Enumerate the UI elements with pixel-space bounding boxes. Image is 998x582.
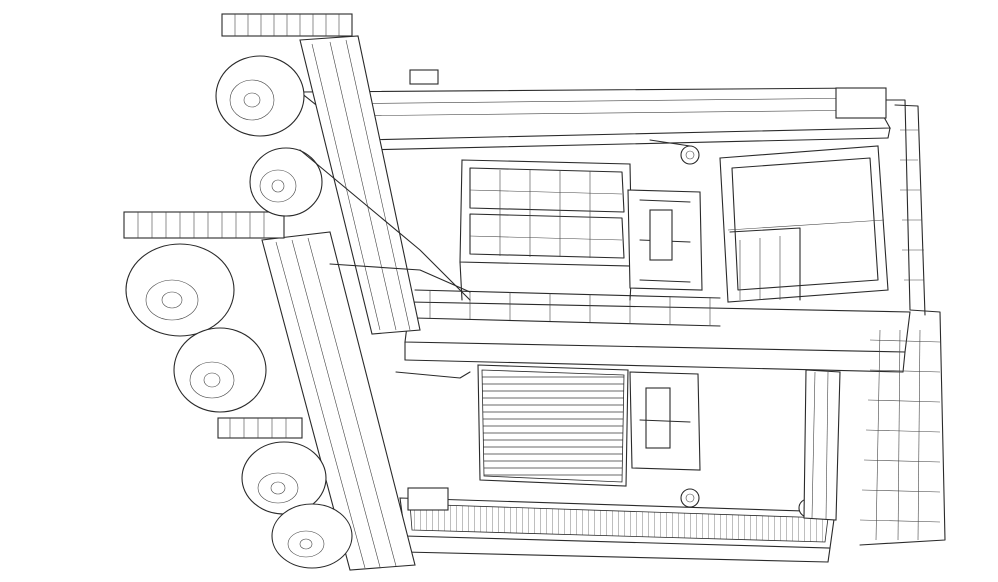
upper-girder bbox=[298, 87, 891, 151]
wheel-top-1 bbox=[215, 55, 305, 137]
wheel-bottom-1 bbox=[241, 441, 327, 515]
spreader-upper bbox=[627, 139, 703, 291]
spreader-lower bbox=[629, 371, 818, 518]
access-ladder bbox=[835, 87, 946, 546]
container-top bbox=[459, 159, 633, 301]
middle-platform bbox=[404, 289, 911, 373]
wheel-mid-2 bbox=[173, 327, 267, 413]
operator-cab bbox=[719, 145, 889, 303]
right-leg bbox=[803, 369, 841, 521]
lower-leg-beam bbox=[123, 211, 416, 571]
upper-leg-beam bbox=[221, 13, 421, 335]
hydraulic-lines bbox=[299, 69, 471, 511]
container-bottom bbox=[477, 364, 629, 487]
lower-girder bbox=[399, 497, 836, 563]
wheel-bottom-2 bbox=[271, 503, 353, 569]
wheel-top-2 bbox=[249, 147, 323, 217]
wheel-mid-1 bbox=[125, 243, 235, 337]
